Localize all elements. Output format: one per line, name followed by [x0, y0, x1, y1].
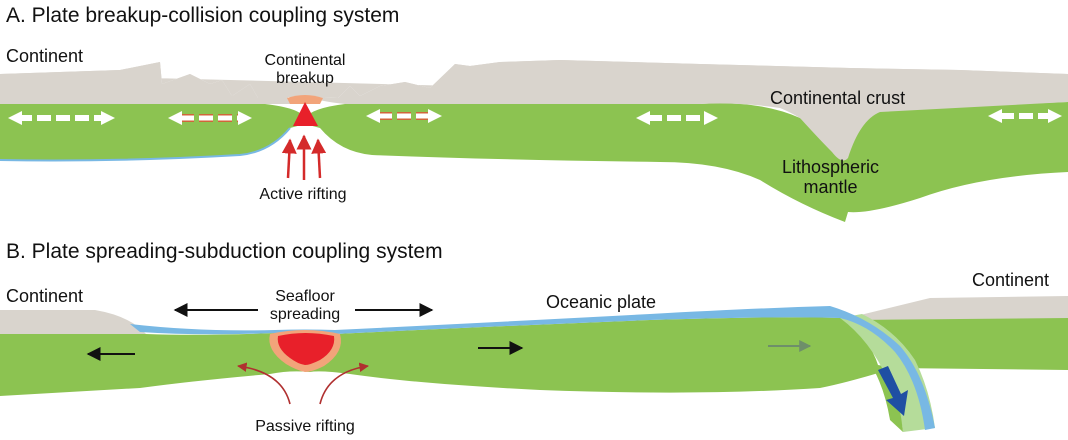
panel-a-mantle-label: Lithospheric mantle	[782, 157, 879, 197]
panel-b-subduction-arrow	[878, 366, 908, 416]
panel-a-continent-label: Continent	[6, 46, 84, 66]
panel-b-oceanic-label: Oceanic plate	[546, 292, 657, 312]
panel-a	[0, 60, 1068, 222]
panel-b-spreading-label: Seafloor spreading	[255, 288, 355, 324]
panel-a-breakup-label-line2: breakup	[276, 69, 334, 87]
panel-b-lithospheric-mantle	[0, 317, 895, 396]
panel-a-breakup-label-line1: Continental	[264, 52, 346, 69]
panel-b-slab-green-core	[868, 360, 903, 432]
panel-b-oceanic-crust	[130, 306, 935, 430]
panel-a-white-arrow-3	[366, 109, 442, 123]
panel-b-right-continent	[848, 296, 1068, 322]
panel-a-base-line	[0, 127, 291, 162]
panel-b-rifting-label: Passive rifting	[255, 418, 355, 435]
panel-a-white-arrow-1	[8, 111, 115, 125]
panel-a-title: A. Plate breakup-collision coupling syst…	[6, 4, 400, 27]
panel-a-lithospheric-mantle	[0, 102, 1068, 222]
panel-a-white-arrow-2	[168, 111, 252, 125]
panel-a-crust-label: Continental crust	[770, 88, 906, 108]
panel-b-continent-right-label: Continent	[972, 270, 1050, 290]
panel-b-continent-left-label: Continent	[6, 286, 84, 306]
panel-a-rifting-label: Active rifting	[259, 186, 347, 203]
panel-a-white-arrow-5	[988, 109, 1062, 123]
panel-b-title: B. Plate spreading-subduction coupling s…	[6, 240, 443, 263]
panel-a-active-rifting-arrows	[281, 134, 327, 180]
panel-a-crust-body-right	[310, 60, 1068, 156]
panel-b-ridge-magma	[277, 333, 335, 365]
panel-a-rift-triangle	[293, 102, 318, 126]
panel-b-spreading-label-line1: Seafloor	[275, 288, 335, 305]
panel-b-spreading-label-line2: spreading	[269, 305, 341, 323]
panel-a-breakup-label: Continental breakup	[260, 52, 350, 88]
panel-a-mantle-label-line1: Lithospheric	[782, 157, 880, 177]
panel-b-passive-arrow-left	[237, 362, 291, 405]
panel-a-breakup-magma-cap	[287, 95, 323, 104]
panel-a-crust-body	[0, 62, 292, 104]
panel-a-white-arrow-4	[636, 111, 718, 125]
panel-b-left-continent	[0, 310, 146, 334]
panel-b	[0, 296, 1068, 432]
panel-a-mantle-label-line2: mantle	[803, 177, 858, 198]
panel-b-passive-arrow-right	[319, 362, 369, 405]
